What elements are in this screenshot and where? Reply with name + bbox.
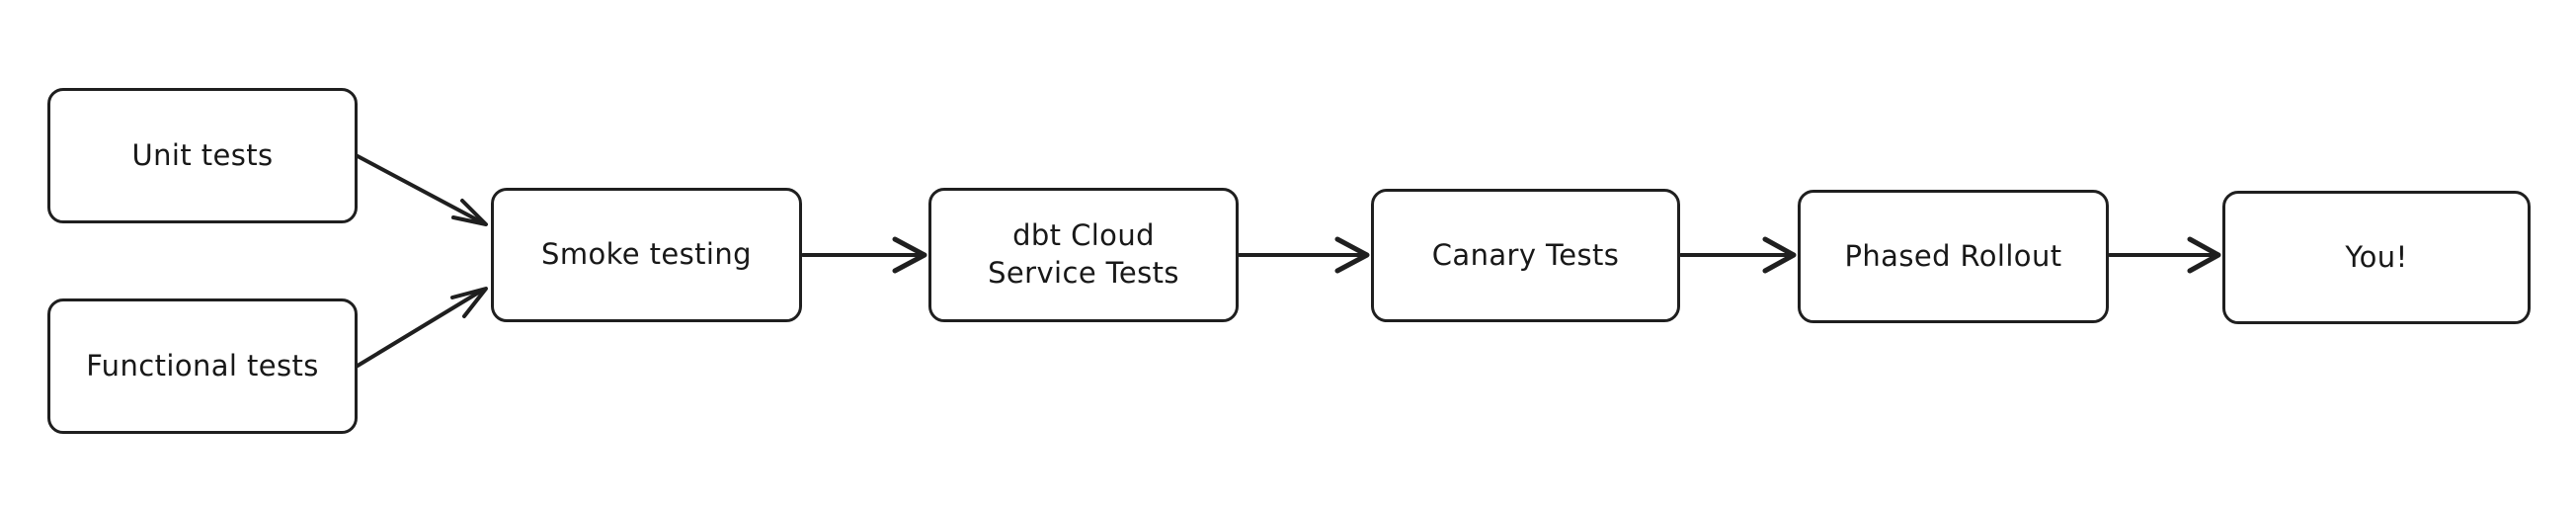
node-label-functional-tests: Functional tests bbox=[86, 348, 319, 382]
node-phased-rollout[interactable]: Phased Rollout bbox=[1798, 190, 2109, 323]
arrowhead-icon bbox=[1762, 236, 1797, 274]
edge-canary-tests-to-phased-rollout bbox=[1679, 236, 1797, 274]
arrowhead-icon bbox=[2187, 236, 2221, 274]
arrowhead-icon bbox=[1334, 236, 1370, 274]
node-label-canary-tests: Canary Tests bbox=[1431, 237, 1620, 272]
node-you[interactable]: You! bbox=[2222, 191, 2531, 324]
node-label-you: You! bbox=[2345, 239, 2408, 274]
node-functional-tests[interactable]: Functional tests bbox=[47, 298, 358, 434]
node-smoke-testing[interactable]: Smoke testing bbox=[491, 188, 802, 322]
edge-dbt-cloud-service-tests-to-canary-tests bbox=[1238, 236, 1370, 274]
edge-unit-tests-to-smoke-testing bbox=[356, 154, 488, 226]
arrowhead-icon bbox=[892, 236, 927, 274]
node-unit-tests[interactable]: Unit tests bbox=[47, 88, 358, 223]
node-label-dbt-cloud-service-tests: dbt Cloud Service Tests bbox=[988, 218, 1179, 290]
edge-smoke-testing-to-dbt-cloud-service-tests bbox=[801, 236, 927, 274]
edge-phased-rollout-to-you bbox=[2108, 236, 2221, 274]
node-canary-tests[interactable]: Canary Tests bbox=[1371, 189, 1680, 322]
arrowhead-icon bbox=[450, 287, 488, 318]
arrowhead-icon bbox=[451, 199, 488, 226]
edge-functional-tests-to-smoke-testing bbox=[356, 287, 488, 368]
node-dbt-cloud-service-tests[interactable]: dbt Cloud Service Tests bbox=[928, 188, 1239, 322]
node-label-smoke-testing: Smoke testing bbox=[541, 237, 752, 272]
node-label-phased-rollout: Phased Rollout bbox=[1844, 238, 2062, 273]
node-label-unit-tests: Unit tests bbox=[131, 137, 274, 172]
